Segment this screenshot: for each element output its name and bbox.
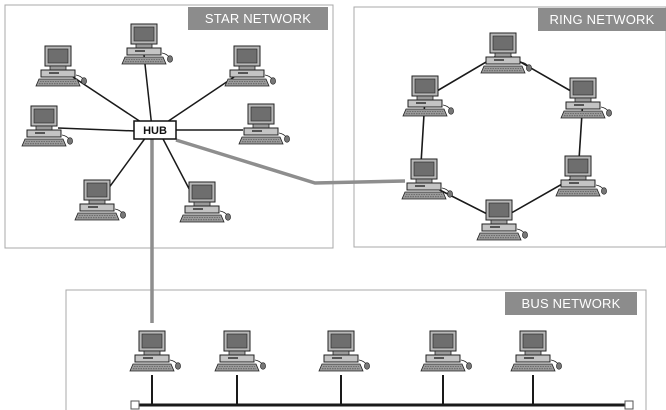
bus-network-label: BUS NETWORK xyxy=(522,296,621,311)
bus-network-label-bg xyxy=(505,292,637,315)
bus-terminator-left xyxy=(130,400,140,410)
star-network-label-bg xyxy=(188,7,328,30)
bus-terminator-right xyxy=(624,400,634,410)
hub-label: HUB xyxy=(143,125,167,137)
star-to-ring-link-cable xyxy=(175,138,406,185)
ring-network-label-bg xyxy=(538,8,666,31)
star-spoke xyxy=(143,54,153,129)
star-network-label: STAR NETWORK xyxy=(205,11,311,26)
ring-network-label: RING NETWORK xyxy=(550,12,655,27)
bus-backbone xyxy=(130,375,634,410)
star-spoke xyxy=(57,127,137,132)
hub-box xyxy=(133,120,177,140)
